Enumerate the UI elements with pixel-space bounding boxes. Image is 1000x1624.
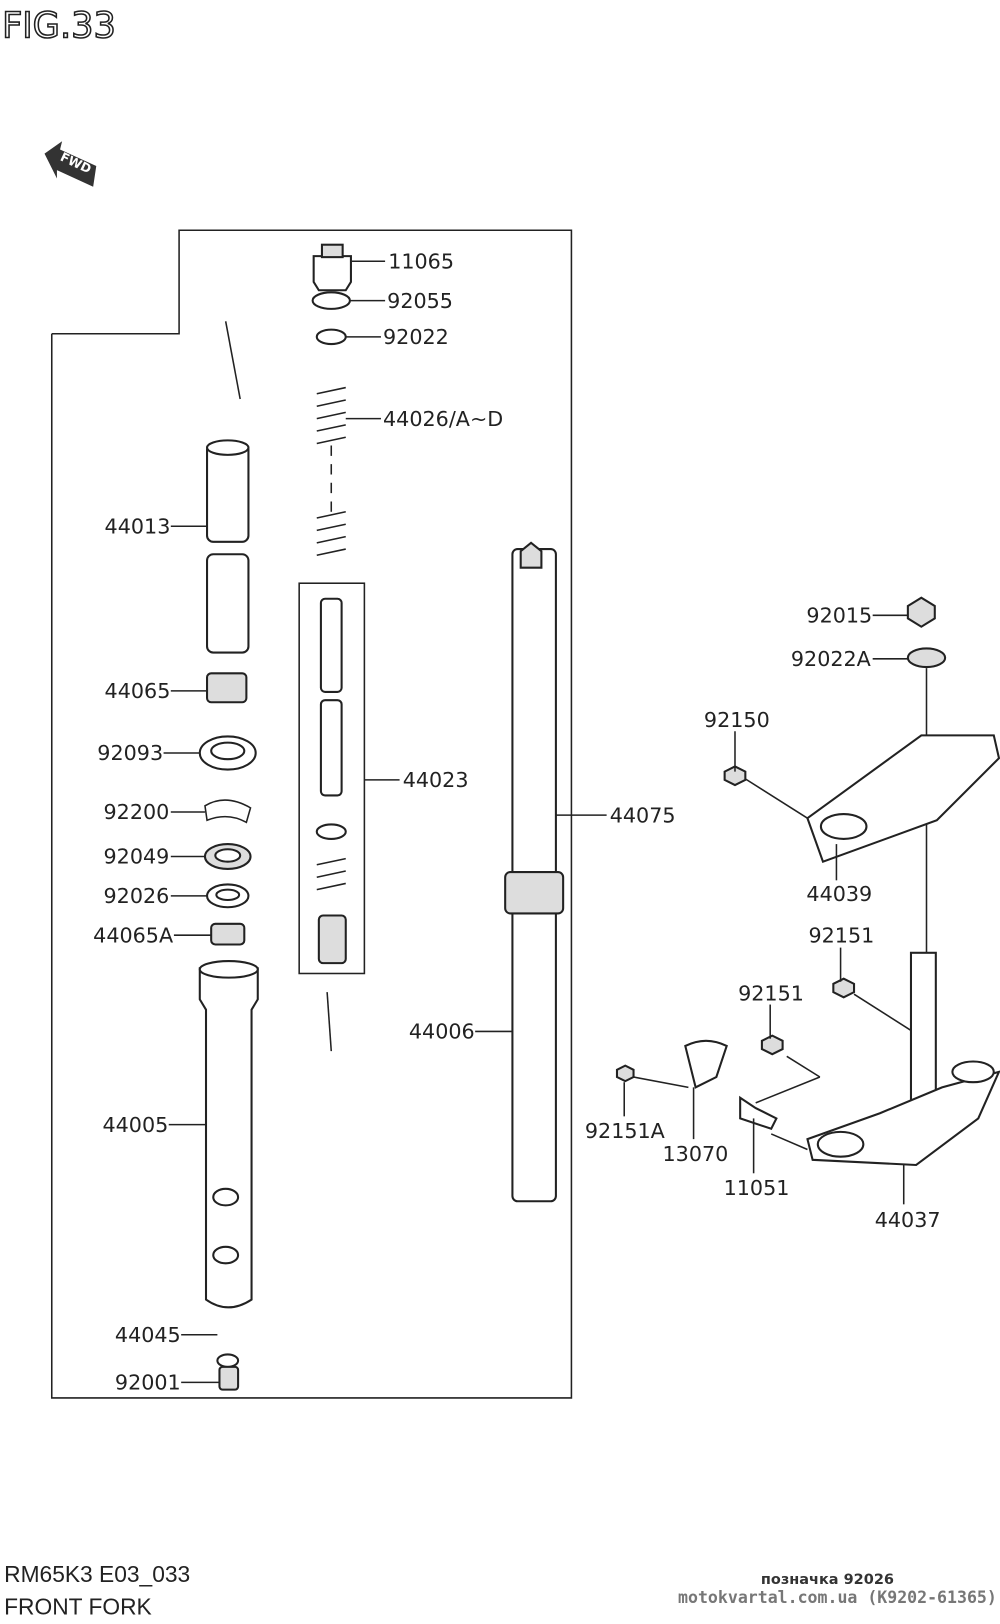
part-label: 44037 [875, 1208, 941, 1232]
part-label: 11065 [388, 250, 454, 274]
assembly-border [50, 229, 573, 1399]
model-code: RM65K3 E03_033 [4, 1561, 190, 1587]
section-title: FRONT FORK [4, 1593, 152, 1619]
part-label: 13070 [663, 1142, 729, 1166]
part-label: 92001 [115, 1371, 181, 1395]
part-label: 92026 [104, 884, 170, 908]
watermark-site: motokvartal.com.ua (K9202-61365) [678, 1588, 997, 1607]
part-label: 92049 [104, 845, 170, 869]
steering-clamp-drawing [615, 596, 1000, 1167]
part-label: 11051 [724, 1176, 790, 1200]
part-label: 44023 [403, 768, 469, 792]
part-label: 44065A [93, 923, 173, 947]
part-label: 44065 [105, 679, 171, 703]
part-label: 92015 [806, 604, 872, 628]
part-label: 92150 [704, 708, 770, 732]
leader-lines [163, 260, 908, 1384]
part-label: 44006 [409, 1020, 475, 1044]
part-label: 92200 [104, 800, 170, 824]
part-label: 92022A [791, 647, 871, 671]
part-label: 92151 [808, 923, 874, 947]
fwd-arrow-icon: FWD [44, 141, 97, 187]
part-label: 44075 [610, 803, 676, 827]
figure-number: FIG.33 [2, 6, 116, 47]
watermark-label: позначка 92026 [761, 1572, 894, 1588]
part-label: 92022 [383, 325, 449, 349]
part-label: 44039 [806, 882, 872, 906]
part-label: 44005 [102, 1113, 168, 1137]
part-label: 92151 [738, 981, 804, 1005]
part-label: 92055 [387, 289, 453, 313]
part-label: 92151A [585, 1119, 665, 1143]
part-label: 92093 [97, 741, 163, 765]
part-label: 44026/A~D [383, 407, 503, 431]
part-label: 44013 [105, 515, 171, 539]
fork-parts-drawing [198, 243, 565, 1391]
part-label: 44045 [115, 1323, 181, 1347]
part-labels: 11065 92055 92022 44026/A~D 44013 44065 … [93, 250, 940, 1395]
